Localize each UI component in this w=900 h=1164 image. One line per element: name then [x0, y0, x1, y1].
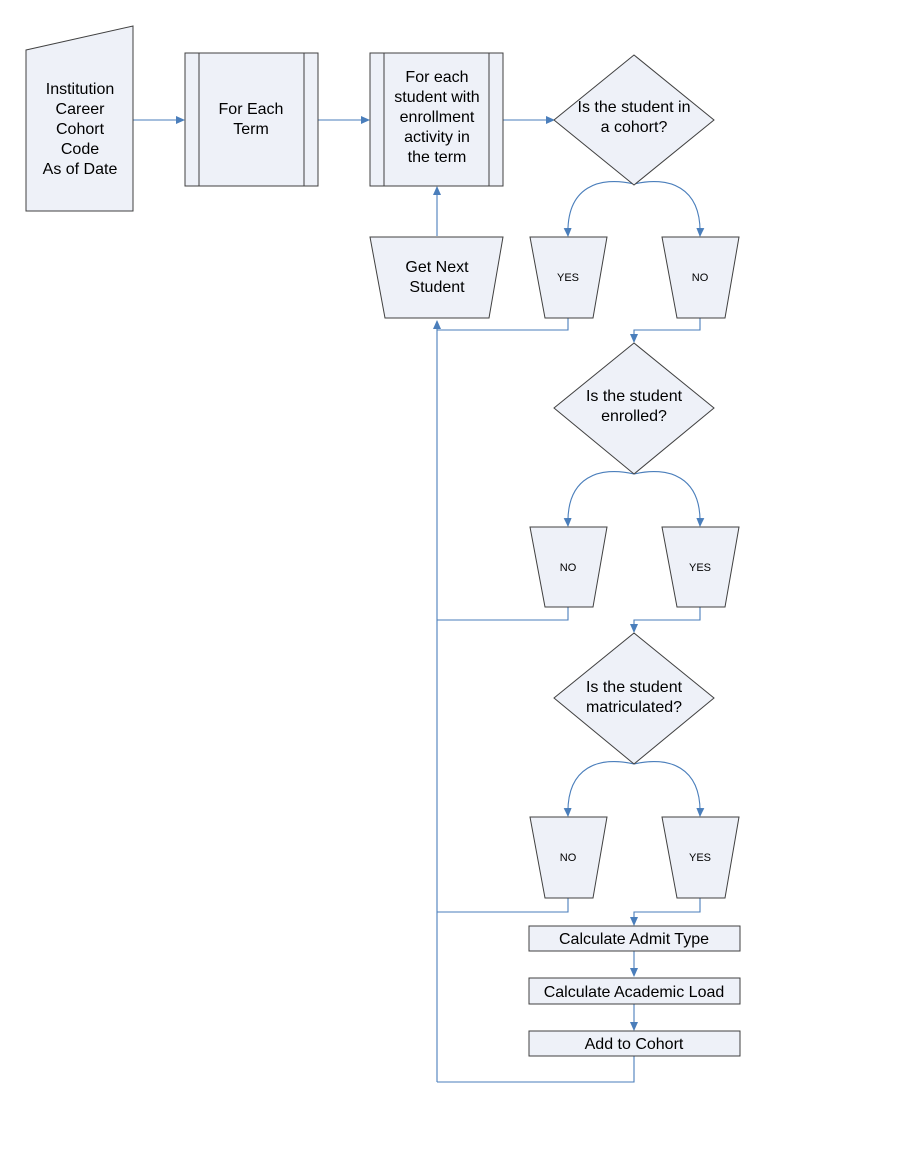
enrolled-no-node: NO [529, 526, 608, 608]
input-parameters-node: Institution Career Cohort Code As of Dat… [25, 25, 134, 212]
decision-enrolled-line-2: enrolled? [601, 408, 667, 425]
decision-matriculated-line-2: matriculated? [586, 699, 682, 716]
connector-add-return [437, 1056, 635, 1083]
get-next-student-line-2: Student [409, 279, 465, 296]
matric-no-node: NO [529, 816, 608, 899]
decision-enrolled: Is the student enrolled? [553, 342, 715, 475]
cohort-no-node: NO [661, 236, 740, 319]
connector-matric-to-no [563, 761, 635, 817]
input-label-line-4: Code [61, 141, 99, 158]
cohort-yes-label: YES [557, 272, 579, 284]
connector-matric-no-return [437, 898, 569, 913]
enrolled-no-label: NO [560, 562, 577, 574]
connector-cohort-to-yes [563, 181, 635, 237]
decision-matriculated: Is the student matriculated? [553, 632, 715, 765]
add-to-cohort-node: Add to Cohort [528, 1030, 741, 1057]
input-label-line-2: Career [56, 101, 106, 118]
calculate-academic-load-label: Calculate Academic Load [544, 984, 725, 1001]
for-each-student-node: For each student with enrollment activit… [369, 52, 504, 187]
for-each-student-line-4: activity in [404, 129, 470, 146]
connector-matric-to-yes [633, 761, 705, 817]
calculate-admit-type-label: Calculate Admit Type [559, 931, 709, 948]
input-label-line-1: Institution [46, 81, 114, 98]
matric-yes-node: YES [661, 816, 740, 899]
connector-enrolled-to-yes [633, 471, 705, 527]
add-to-cohort-label: Add to Cohort [585, 1036, 684, 1053]
for-each-term-line-1: For Each [219, 101, 284, 118]
decision-matriculated-line-1: Is the student [586, 679, 683, 696]
cohort-yes-node: YES [529, 236, 608, 319]
cohort-no-label: NO [692, 272, 709, 284]
decision-enrolled-line-1: Is the student [586, 388, 683, 405]
connectors [133, 116, 705, 1083]
decision-in-cohort-line-1: Is the student in [578, 99, 691, 116]
connector-cohort-yes-return [437, 318, 569, 331]
for-each-term-node: For Each Term [184, 52, 319, 187]
get-next-student-line-1: Get Next [405, 259, 469, 276]
decision-in-cohort-line-2: a cohort? [601, 119, 668, 136]
enrolled-yes-node: YES [661, 526, 740, 608]
connector-enrolled-yes-to-matric [630, 607, 701, 633]
for-each-student-line-3: enrollment [400, 109, 475, 126]
connector-enrolled-no-return [437, 607, 569, 621]
for-each-student-line-2: student with [394, 89, 479, 106]
for-each-term-line-2: Term [233, 121, 269, 138]
get-next-student-node: Get Next Student [369, 236, 504, 319]
matric-yes-label: YES [689, 852, 711, 864]
connector-cohort-to-no [633, 181, 705, 237]
connector-cohort-no-to-enrolled [630, 318, 701, 343]
for-each-student-line-5: the term [408, 149, 467, 166]
connector-enrolled-to-no [563, 471, 635, 527]
matric-no-label: NO [560, 852, 577, 864]
enrolled-yes-label: YES [689, 562, 711, 574]
input-label-line-5: As of Date [43, 161, 118, 178]
calculate-admit-type-node: Calculate Admit Type [528, 925, 741, 952]
for-each-student-line-1: For each [405, 69, 468, 86]
decision-in-cohort: Is the student in a cohort? [553, 54, 715, 186]
calculate-academic-load-node: Calculate Academic Load [528, 977, 741, 1005]
input-label-line-3: Cohort [56, 121, 105, 138]
connector-matric-yes-to-admit [630, 898, 701, 926]
